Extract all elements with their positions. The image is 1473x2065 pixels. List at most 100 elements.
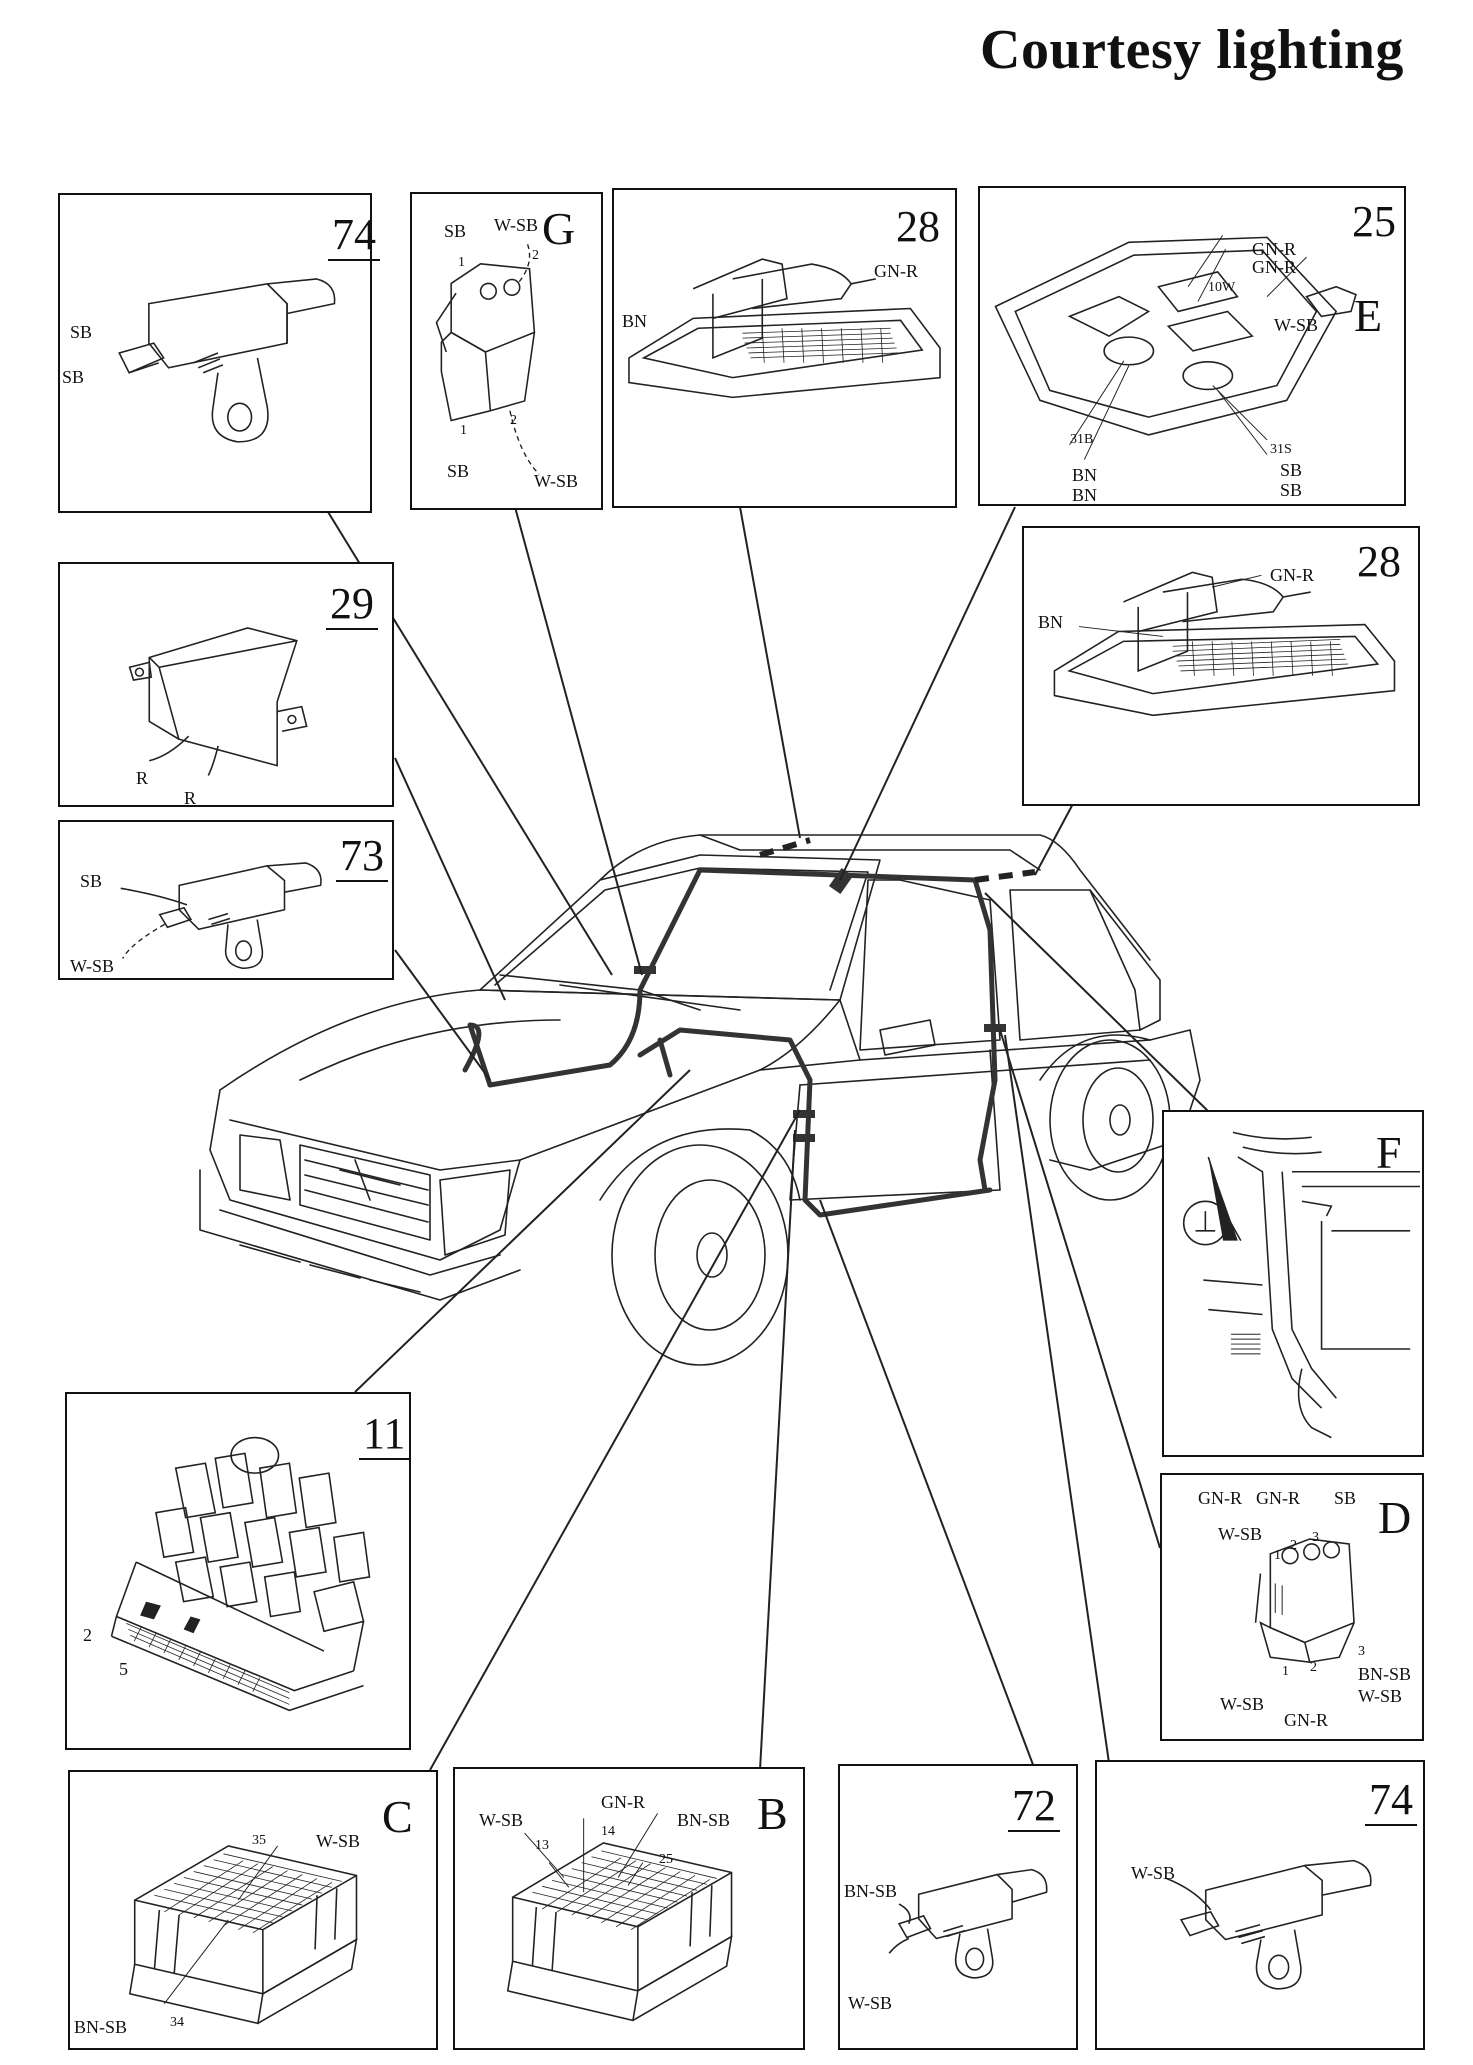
- door-switch-drawing: [1166, 1859, 1372, 1990]
- bulb-rating: 10W: [1208, 280, 1236, 295]
- wire-label: W-SB: [1274, 315, 1319, 335]
- page-title: Courtesy lighting: [980, 19, 1404, 81]
- interior-lamp-drawing: [1053, 571, 1396, 717]
- interior-lamp-drawing: [628, 258, 941, 399]
- door-switch-drawing: [118, 278, 336, 443]
- pin-label: 25: [659, 1852, 673, 1867]
- pin-label: 2: [1310, 1660, 1317, 1675]
- wire-label: W-SB: [1358, 1686, 1403, 1706]
- panel-letter: E: [1354, 290, 1383, 341]
- panel-switch-74-bottom: 74 W-SB: [1095, 1760, 1425, 2050]
- wire-label: GN-R: [1252, 239, 1296, 259]
- wire-label: R: [184, 788, 197, 808]
- panel-lamp-28-mid: 28 GN-R BN: [1022, 526, 1420, 806]
- wire-label: SB: [444, 221, 467, 241]
- wire-label: W-SB: [70, 956, 115, 976]
- wire-label: SB: [62, 367, 85, 387]
- panel-lamp-28-top: 28 GN-R BN: [612, 188, 957, 508]
- panel-switch-73: 73 SB W-SB: [58, 820, 394, 980]
- panel-connector-c: C 35 W-SB BN-SB 34: [68, 1770, 438, 2050]
- pin-label: 14: [601, 1824, 615, 1839]
- connector-b-drawing: [506, 1813, 733, 2022]
- wire-label: BN-SB: [844, 1881, 898, 1901]
- pin-label: 2: [532, 248, 539, 263]
- wire-label: GN-R: [1256, 1488, 1300, 1508]
- panel-letter: D: [1378, 1492, 1412, 1543]
- panel-number: 74: [328, 213, 380, 261]
- wire-label: BN: [1072, 465, 1098, 485]
- fuse-relay-box-drawing: [110, 1436, 371, 1712]
- wire-label: BN-SB: [1358, 1664, 1412, 1684]
- panel-lamp-25: 25 E GN-R GN-R 10W W-SB 31B 31S BN BN SB…: [978, 186, 1406, 506]
- wire-label: W-SB: [316, 1831, 361, 1851]
- door-switch-drawing: [120, 862, 322, 970]
- wire-label: W-SB: [1220, 1694, 1265, 1714]
- wire-label: BN-SB: [74, 2017, 128, 2037]
- pin-label: 2: [1290, 1538, 1297, 1553]
- pin-label: 1: [1274, 1548, 1281, 1563]
- wire-label: W-SB: [1131, 1863, 1176, 1883]
- wire-label: GN-R: [1198, 1488, 1242, 1508]
- wire-label: GN-R: [874, 261, 918, 281]
- panel-letter: C: [382, 1791, 413, 1842]
- pin-label: 35: [252, 1833, 266, 1848]
- control-module-drawing: [128, 627, 308, 776]
- wire-label: SB: [1280, 460, 1303, 480]
- wire-label: BN: [1072, 485, 1098, 505]
- pin-label: 13: [535, 1838, 549, 1853]
- pin-label: 1: [1282, 1664, 1289, 1679]
- panel-switch-74-top: 74 SB SB: [58, 193, 380, 513]
- panel-letter: F: [1376, 1127, 1402, 1178]
- panel-fusebox-11: 11 2 5: [65, 1392, 411, 1750]
- wire-label: W-SB: [494, 215, 539, 235]
- wire-label: W-SB: [534, 471, 579, 491]
- panel-number: 28: [1357, 537, 1401, 586]
- connector-d-drawing: [1254, 1538, 1355, 1664]
- wire-label: R: [136, 768, 149, 788]
- wire-label: GN-R: [1252, 257, 1296, 277]
- fuse-number-label: 5: [119, 1659, 128, 1679]
- panel-number: 72: [1008, 1784, 1060, 1832]
- wire-label: W-SB: [479, 1810, 524, 1830]
- wire-label: BN: [1038, 612, 1064, 632]
- panel-number: 29: [326, 582, 378, 630]
- wire-label: SB: [447, 461, 470, 481]
- wire-label: SB: [1334, 1488, 1357, 1508]
- wire-label: GN-R: [1270, 565, 1314, 585]
- wire-label: BN: [622, 311, 648, 331]
- panel-number: 11: [359, 1412, 410, 1460]
- panel-number: 25: [1352, 197, 1396, 246]
- panel-connector-g: G SB W-SB 1 2 1 2 SB W-SB: [410, 192, 603, 510]
- pin-label: 1: [458, 255, 465, 270]
- pin-label: 2: [510, 413, 517, 428]
- panel-number: 28: [896, 202, 940, 251]
- pin-label: 1: [460, 423, 467, 438]
- fuse-number-label: 2: [83, 1625, 92, 1645]
- connector-c-drawing: [128, 1845, 358, 2025]
- dome-lamp-drawing: [994, 235, 1357, 460]
- pin-label: 3: [1312, 1530, 1319, 1545]
- panel-ground-f: F: [1162, 1110, 1424, 1457]
- wire-label: W-SB: [848, 1993, 893, 2013]
- pin-label: 31B: [1070, 432, 1094, 447]
- wire-label: GN-R: [601, 1792, 645, 1812]
- panel-module-29: 29 R R: [58, 562, 394, 807]
- panel-connector-b: B GN-R W-SB 14 BN-SB 13 25: [453, 1767, 805, 2050]
- wire-label: SB: [70, 322, 93, 342]
- door-switch-drawing: [888, 1868, 1048, 1979]
- ground-point-drawing: [1182, 1131, 1421, 1439]
- panel-letter: B: [757, 1788, 788, 1839]
- panel-connector-d: D GN-R GN-R SB W-SB 1 2 3 3 BN-SB 1 2 W-…: [1160, 1473, 1424, 1741]
- wire-label: BN-SB: [677, 1810, 731, 1830]
- panel-letter: G: [542, 203, 576, 254]
- connector-g-drawing: [435, 244, 540, 475]
- pin-label: 3: [1358, 1644, 1365, 1659]
- wire-label: GN-R: [1284, 1710, 1328, 1730]
- pin-label: 34: [170, 2015, 184, 2030]
- wire-label: SB: [1280, 480, 1303, 500]
- panel-switch-72: 72 BN-SB W-SB: [838, 1764, 1078, 2050]
- panel-number: 74: [1365, 1778, 1417, 1826]
- panel-number: 73: [336, 834, 388, 882]
- pin-label: 31S: [1270, 442, 1292, 457]
